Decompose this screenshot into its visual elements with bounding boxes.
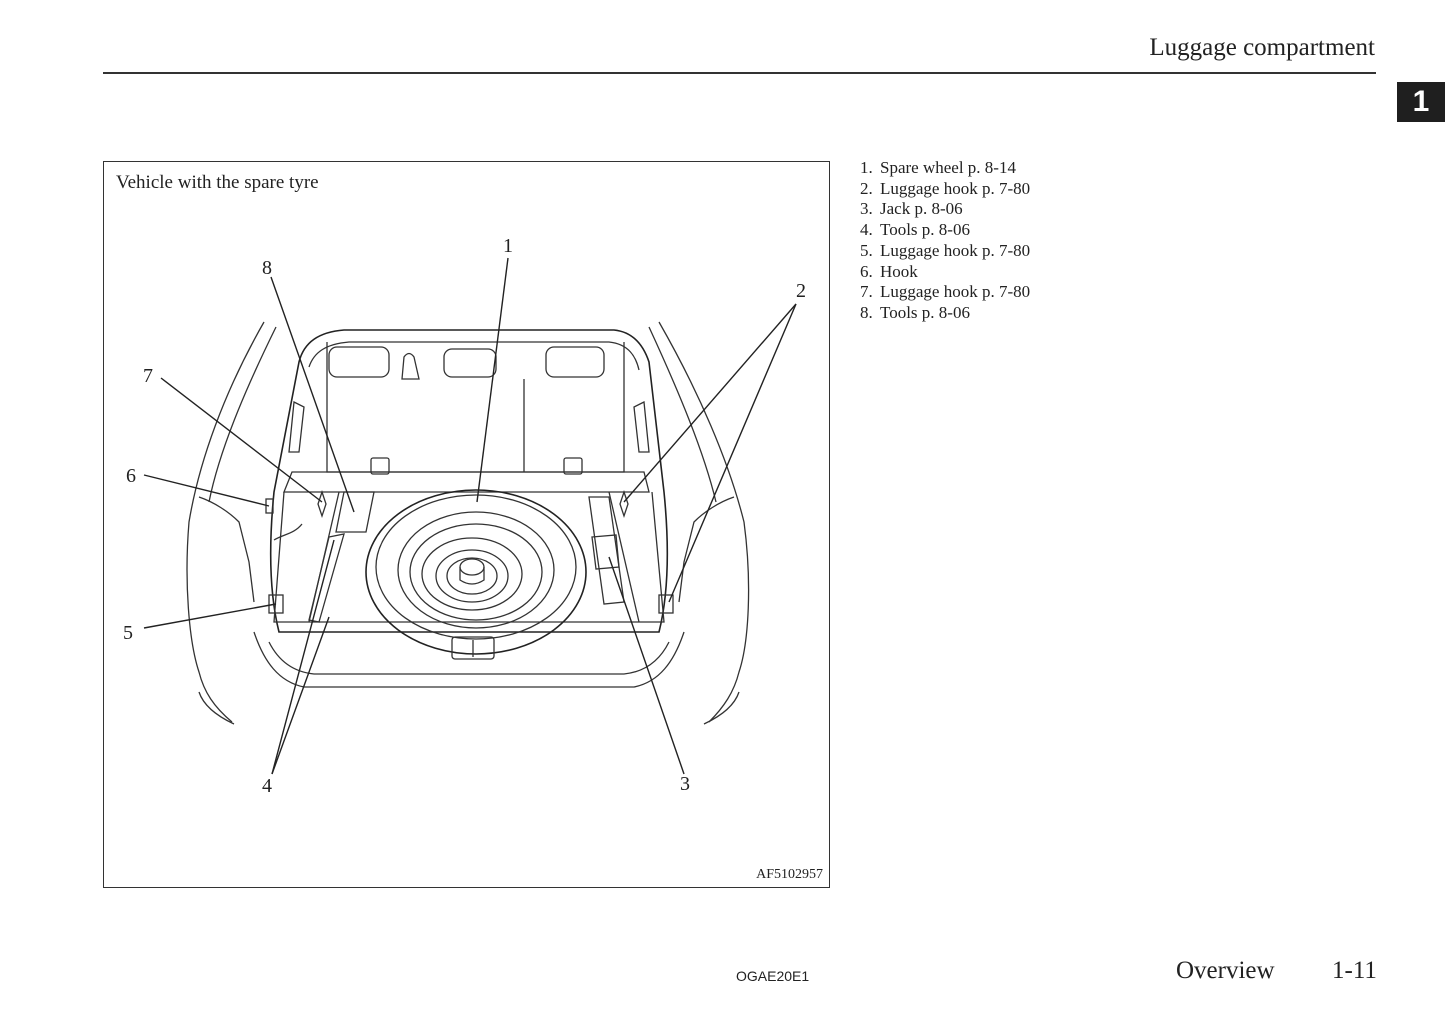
callout-5: 5 xyxy=(123,622,133,644)
chapter-tab: 1 xyxy=(1397,82,1445,122)
callout-3: 3 xyxy=(680,773,690,795)
rear-seat-back xyxy=(288,342,650,475)
header-divider xyxy=(103,72,1376,74)
legend-item: 8.Tools p. 8-06 xyxy=(860,302,970,322)
legend-list: 1.Spare wheel p. 8-14 2.Luggage hook p. … xyxy=(860,158,1030,324)
callout-7: 7 xyxy=(143,365,153,387)
legend-item: 1.Spare wheel p. 8-14 xyxy=(860,158,1016,177)
legend-item: 5.Luggage hook p. 7-80 xyxy=(860,240,1031,260)
legend-item: 2.Luggage hook p. 7-80 xyxy=(860,178,1031,198)
page-number: 1-11 xyxy=(1332,957,1377,984)
legend-item: 4.Tools p. 8-06 xyxy=(860,220,970,240)
figure-code: AF5102957 xyxy=(756,867,823,882)
callout-numbers: 1 2 3 4 5 6 7 8 xyxy=(123,235,806,797)
section-title: Luggage compartment xyxy=(1149,34,1375,61)
document-code: OGAE20E1 xyxy=(736,968,810,984)
figure-caption: Vehicle with the spare tyre xyxy=(116,172,319,193)
callout-1: 1 xyxy=(503,235,513,257)
legend-item: 7.Luggage hook p. 7-80 xyxy=(860,282,1031,302)
cargo-floor xyxy=(265,471,674,623)
callout-8: 8 xyxy=(262,257,272,279)
callout-leaders xyxy=(143,257,797,775)
callout-6: 6 xyxy=(126,465,136,487)
spare-wheel xyxy=(365,489,587,660)
callout-4: 4 xyxy=(262,775,272,797)
footer-section: Overview xyxy=(1176,957,1275,984)
luggage-compartment-illustration: 1 2 3 4 5 6 7 8 xyxy=(123,235,806,797)
legend-item: 3.Jack p. 8-06 xyxy=(860,199,963,219)
legend-item: 6.Hook xyxy=(860,261,918,281)
callout-2: 2 xyxy=(796,280,806,302)
car-body-outline xyxy=(186,321,750,725)
figure-box: Vehicle with the spare tyre xyxy=(103,161,830,888)
